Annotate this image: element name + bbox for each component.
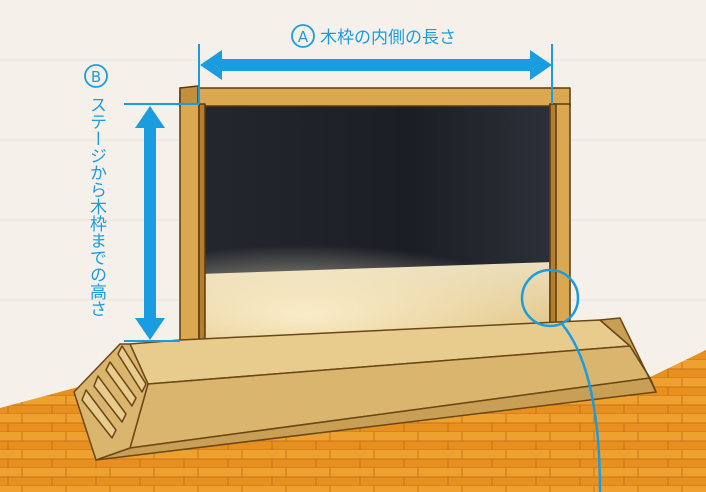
callout-line	[561, 323, 602, 492]
width-badge: A	[298, 28, 309, 46]
double-headed-arrow-icon	[200, 50, 552, 80]
dimension-b: B ステージから木枠までの高さ	[84, 64, 199, 342]
stage-platform	[73, 317, 657, 461]
width-badge-circle	[291, 24, 315, 48]
dimension-a: A 木枠の内側の長さ	[198, 24, 553, 104]
height-badge: B	[91, 68, 101, 86]
wooden-frame	[179, 85, 571, 347]
interior-glow	[199, 240, 553, 340]
height-label: ステージから木枠までの高さ	[86, 96, 107, 317]
zoom-circle-icon	[520, 268, 602, 492]
double-headed-arrow-icon	[135, 106, 165, 340]
width-label: 木枠の内側の長さ	[320, 28, 456, 48]
height-badge-circle	[84, 64, 108, 88]
